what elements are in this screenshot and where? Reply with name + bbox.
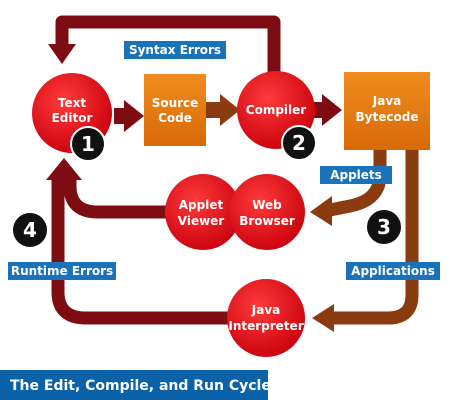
applet-viewer-node: Applet Viewer: [165, 174, 241, 250]
syntax-errors-tag: Syntax Errors: [124, 41, 226, 59]
applications-arrow: [330, 150, 419, 325]
applets-arrow-head-icon: [310, 196, 332, 226]
source-code-node: Source Code: [144, 74, 206, 146]
editor-to-source-arrow-head-icon: [124, 100, 144, 132]
java-interpreter-label-2: Interpreter: [228, 319, 303, 333]
title-banner: The Edit, Compile, and Run Cycle: [0, 370, 271, 400]
step-1-badge: 1: [70, 126, 106, 162]
text-editor-label-2: Editor: [52, 111, 93, 125]
step-2-label: 2: [292, 131, 306, 155]
applet-viewer-label-2: Viewer: [178, 214, 225, 228]
step-1-label: 1: [81, 132, 95, 156]
web-browser-label-2: Browser: [239, 214, 295, 228]
runtime-errors-tag: Runtime Errors: [8, 262, 116, 280]
applications-tag: Applications: [346, 262, 440, 280]
syntax-errors-tag-label: Syntax Errors: [129, 43, 221, 57]
step-4-label: 4: [23, 218, 37, 242]
web-browser-node: Web Browser: [229, 174, 305, 250]
page-title: The Edit, Compile, and Run Cycle: [10, 378, 271, 394]
source-code-label-1: Source: [152, 96, 199, 110]
step-4-badge: 4: [11, 211, 49, 249]
applications-arrow-head-icon: [312, 304, 334, 332]
syntax-errors-arrow: [55, 15, 281, 88]
java-bytecode-label-2: Bytecode: [356, 110, 419, 124]
java-interpreter-node: Java Interpreter: [227, 279, 305, 357]
source-code-label-2: Code: [158, 111, 192, 125]
step-3-label: 3: [377, 215, 391, 239]
java-bytecode-node: Java Bytecode: [344, 72, 430, 150]
runtime-errors-arrow-head-icon: [46, 158, 82, 180]
compiler-label: Compiler: [246, 103, 307, 117]
text-editor-label-1: Text: [58, 96, 86, 110]
java-interpreter-label-1: Java: [251, 303, 280, 317]
applications-tag-label: Applications: [351, 264, 435, 278]
applets-tag: Applets: [320, 166, 392, 184]
compiler-to-bytecode-arrow-head-icon: [322, 94, 342, 126]
step-2-badge: 2: [281, 125, 317, 161]
applets-tag-label: Applets: [330, 168, 382, 182]
source-to-compiler-arrow-head-icon: [220, 94, 240, 126]
syntax-errors-arrow-head-icon: [48, 44, 76, 64]
runtime-errors-arrow-interpreter: [51, 178, 228, 325]
applet-viewer-label-1: Applet: [179, 198, 224, 212]
java-bytecode-label-1: Java: [372, 94, 401, 108]
web-browser-label-1: Web: [252, 198, 282, 212]
step-3-badge: 3: [365, 208, 403, 246]
runtime-errors-arrow-applet: [63, 176, 166, 219]
runtime-errors-tag-label: Runtime Errors: [11, 264, 113, 278]
